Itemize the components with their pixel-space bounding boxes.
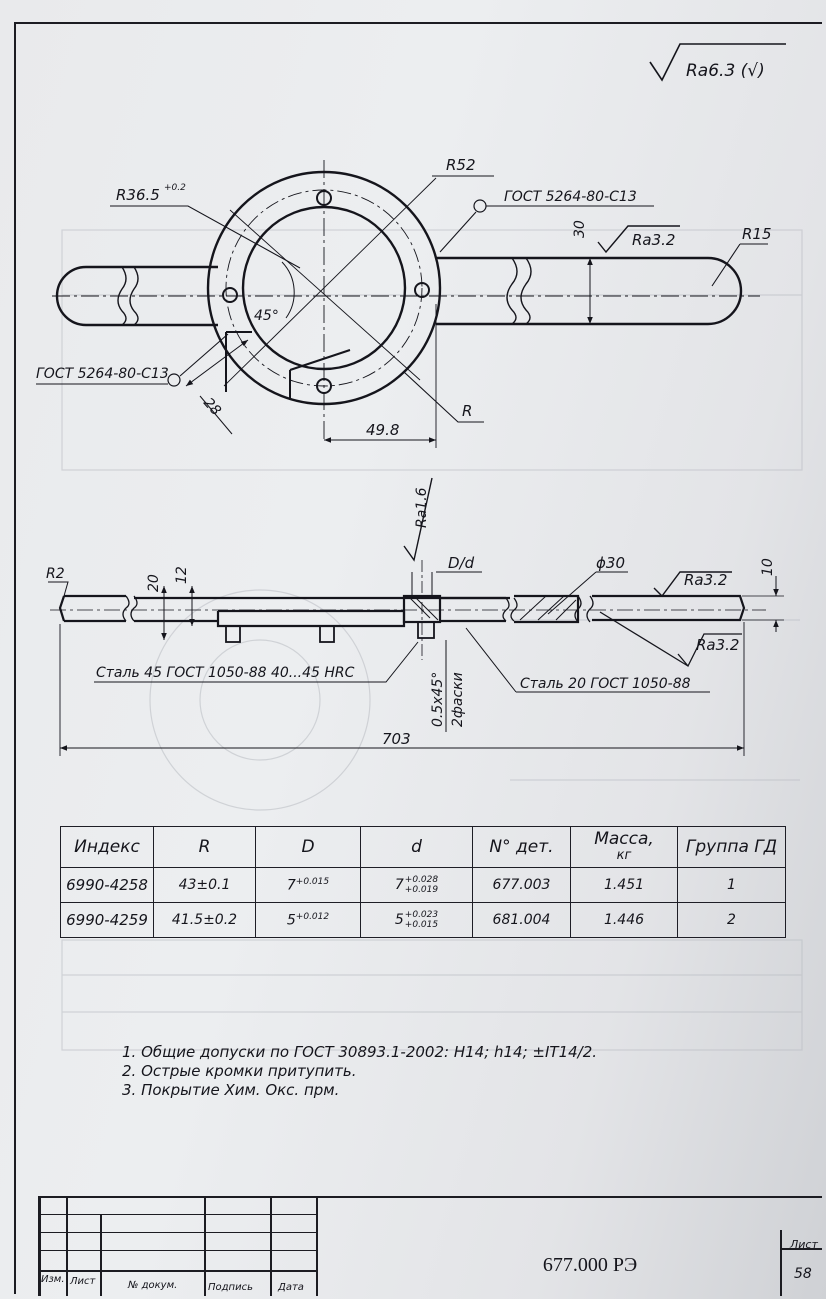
cell-d: 5+0.023+0.015: [360, 902, 473, 938]
cell-r: 41.5±0.2: [153, 902, 256, 938]
title-block: Изм. Лист № докум. Подпись Дата 677.000 …: [38, 1196, 822, 1296]
svg-text:10: 10: [760, 558, 776, 576]
tb-list: Лист: [70, 1276, 96, 1287]
cell-group: 1: [677, 867, 786, 903]
svg-text:R15: R15: [742, 225, 772, 243]
top-view-labels: R36.5 +0.2 R52 ГОСТ 5264-80-С13 30 Ra3.2…: [36, 156, 772, 439]
tb-doc-no: № докум.: [128, 1280, 178, 1291]
svg-text:ГОСТ 5264-80-С13: ГОСТ 5264-80-С13: [504, 189, 637, 205]
drawing-frame: [14, 22, 822, 1294]
cell-D: 5+0.012: [255, 902, 361, 938]
general-roughness-mark: Ra6.3 (√): [649, 43, 786, 82]
cell-D: 7+0.015: [255, 867, 361, 903]
svg-text:45°: 45°: [254, 308, 279, 324]
svg-text:R52: R52: [446, 156, 476, 174]
cell-mass: 1.451: [570, 867, 678, 903]
header-index: Индекс: [60, 826, 154, 868]
svg-text:703: 703: [382, 730, 411, 748]
document-number: 677.000 РЭ: [542, 1254, 638, 1276]
svg-text:12: 12: [174, 566, 190, 584]
svg-text:R36.5: R36.5: [116, 186, 160, 204]
svg-text:ГОСТ 5264-80-С13: ГОСТ 5264-80-С13: [36, 366, 169, 382]
top-view: [36, 160, 768, 448]
cell-index: 6990-4259: [60, 902, 154, 938]
table-row: 6990-4258 43±0.1 7+0.015 7+0.028+0.019 6…: [60, 867, 786, 903]
svg-text:Ra6.3 (√): Ra6.3 (√): [686, 61, 765, 81]
specification-table: Индекс R D d N° дет. Масса,кг Группа ГД …: [60, 826, 786, 938]
sheet-label: Лист: [790, 1238, 818, 1251]
note-item: 2. Острые кромки притупить.: [122, 1062, 357, 1080]
svg-text:0.5x45°: 0.5x45°: [430, 672, 446, 727]
sheet-number: 58: [794, 1266, 812, 1282]
cell-d: 7+0.028+0.019: [360, 867, 473, 903]
svg-text:2фаски: 2фаски: [450, 672, 466, 727]
tb-izm: Изм.: [41, 1274, 65, 1285]
tb-sign: Подпись: [208, 1282, 253, 1293]
svg-text:R: R: [462, 402, 472, 420]
header-group: Группа ГД: [677, 826, 786, 868]
svg-text:Ra3.2: Ra3.2: [684, 571, 727, 589]
header-part-no: N° дет.: [472, 826, 571, 868]
table-row: 6990-4259 41.5±0.2 5+0.012 5+0.023+0.015…: [60, 902, 786, 938]
tb-date: Дата: [278, 1282, 304, 1293]
cell-mass: 1.446: [570, 902, 678, 938]
svg-text:Ra3.2: Ra3.2: [632, 231, 675, 249]
cell-group: 2: [677, 902, 786, 938]
svg-text:ϕ30: ϕ30: [596, 554, 625, 572]
cell-r: 43±0.1: [153, 867, 256, 903]
header-D: D: [255, 826, 361, 868]
note-item: 1. Общие допуски по ГОСТ 30893.1-2002: H…: [122, 1043, 598, 1061]
side-view: [48, 477, 784, 756]
cell-index: 6990-4258: [60, 867, 154, 903]
table-header-row: Индекс R D d N° дет. Масса,кг Группа ГД: [60, 826, 786, 868]
svg-text:Сталь 45 ГОСТ 1050-88 40...4: Сталь 45 ГОСТ 1050-88 40...45 HRC: [96, 665, 355, 681]
svg-text:49.8: 49.8: [366, 421, 399, 439]
svg-text:D/d: D/d: [448, 554, 475, 572]
svg-text:+0.2: +0.2: [164, 183, 186, 193]
svg-text:Ra1.6: Ra1.6: [414, 487, 430, 528]
bleed-through: [61, 229, 803, 1051]
svg-text:28: 28: [200, 395, 224, 419]
svg-text:R2: R2: [46, 566, 65, 582]
svg-text:Ra3.2: Ra3.2: [696, 636, 739, 654]
technical-notes: 1. Общие допуски по ГОСТ 30893.1-2002: H…: [122, 1043, 597, 1100]
svg-text:20: 20: [146, 574, 162, 592]
note-item: 3. Покрытие Хим. Окс. прм.: [122, 1081, 340, 1099]
svg-text:Сталь 20 ГОСТ 1050-88: Сталь 20 ГОСТ 1050-88: [520, 676, 691, 692]
cell-part: 681.004: [472, 902, 571, 938]
header-mass: Масса,кг: [570, 826, 678, 868]
header-r: R: [153, 826, 256, 868]
side-view-labels: Ra1.6 D/d ϕ30 Ra3.2 10 R2 20 12 Ra3.2 Ст…: [46, 487, 776, 748]
cell-part: 677.003: [472, 867, 571, 903]
svg-text:30: 30: [572, 220, 588, 238]
header-d: d: [360, 826, 473, 868]
